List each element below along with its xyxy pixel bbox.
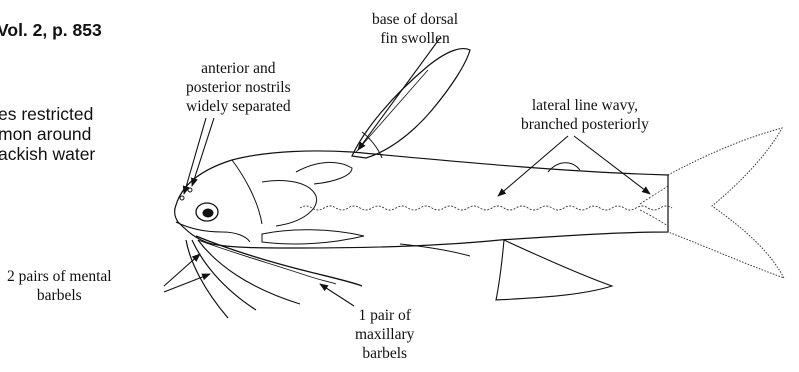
head-shield [296, 162, 352, 184]
label-lateral-line-line-1: lateral line wavy, [521, 96, 649, 115]
label-mental-barbels: 2 pairs of mental barbels [7, 267, 112, 305]
label-dorsal-fin-line-2: fin swollen [372, 29, 458, 48]
anterior-nostril [180, 196, 184, 200]
label-nostrils-line-1: anterior and [186, 59, 291, 78]
anal-fin [496, 240, 612, 300]
label-mental-barbels-line-1: 2 pairs of mental [7, 267, 112, 286]
mental-barbel-3 [198, 240, 300, 304]
arrow-mental-upper [164, 254, 200, 286]
label-mental-barbels-line-2: barbels [7, 286, 112, 305]
dorsal-fin [352, 49, 470, 158]
label-maxillary-barbels-line-1: 1 pair of [355, 306, 414, 325]
lateral-line [300, 206, 672, 210]
arrow-dorsal-fin [358, 38, 440, 150]
posterior-nostril [188, 188, 192, 192]
lateral-line-branch-lower [640, 210, 668, 226]
arrow-maxillary [320, 284, 354, 306]
label-nostrils-line-3: widely separated [186, 97, 291, 116]
body-outline [175, 151, 668, 248]
label-dorsal-fin: base of dorsal fin swollen [372, 10, 458, 48]
label-nostrils-line-2: posterior nostrils [186, 78, 291, 97]
label-lateral-line: lateral line wavy, branched posteriorly [521, 96, 649, 134]
label-dorsal-fin-line-1: base of dorsal [372, 10, 458, 29]
label-maxillary-barbels-line-2: maxillary [355, 325, 414, 344]
pectoral-fin [262, 230, 364, 244]
mental-barbel-1 [186, 240, 228, 318]
head-curve [232, 160, 262, 224]
label-maxillary-barbels: 1 pair of maxillary barbels [355, 306, 414, 363]
label-nostrils: anterior and posterior nostrils widely s… [186, 59, 291, 116]
label-lateral-line-line-2: branched posteriorly [521, 115, 649, 134]
gill-cover [262, 181, 317, 226]
arrow-nostril-anterior [184, 118, 206, 194]
label-maxillary-barbels-line-3: barbels [355, 344, 414, 363]
arrow-lateral-line-right [574, 136, 650, 194]
eye-pupil [203, 209, 214, 218]
dorsal-spine [356, 70, 428, 152]
mental-barbel-2 [192, 240, 256, 310]
lateral-line-branch-upper [640, 186, 668, 204]
mouth [176, 222, 250, 242]
caudal-fin [668, 128, 784, 278]
